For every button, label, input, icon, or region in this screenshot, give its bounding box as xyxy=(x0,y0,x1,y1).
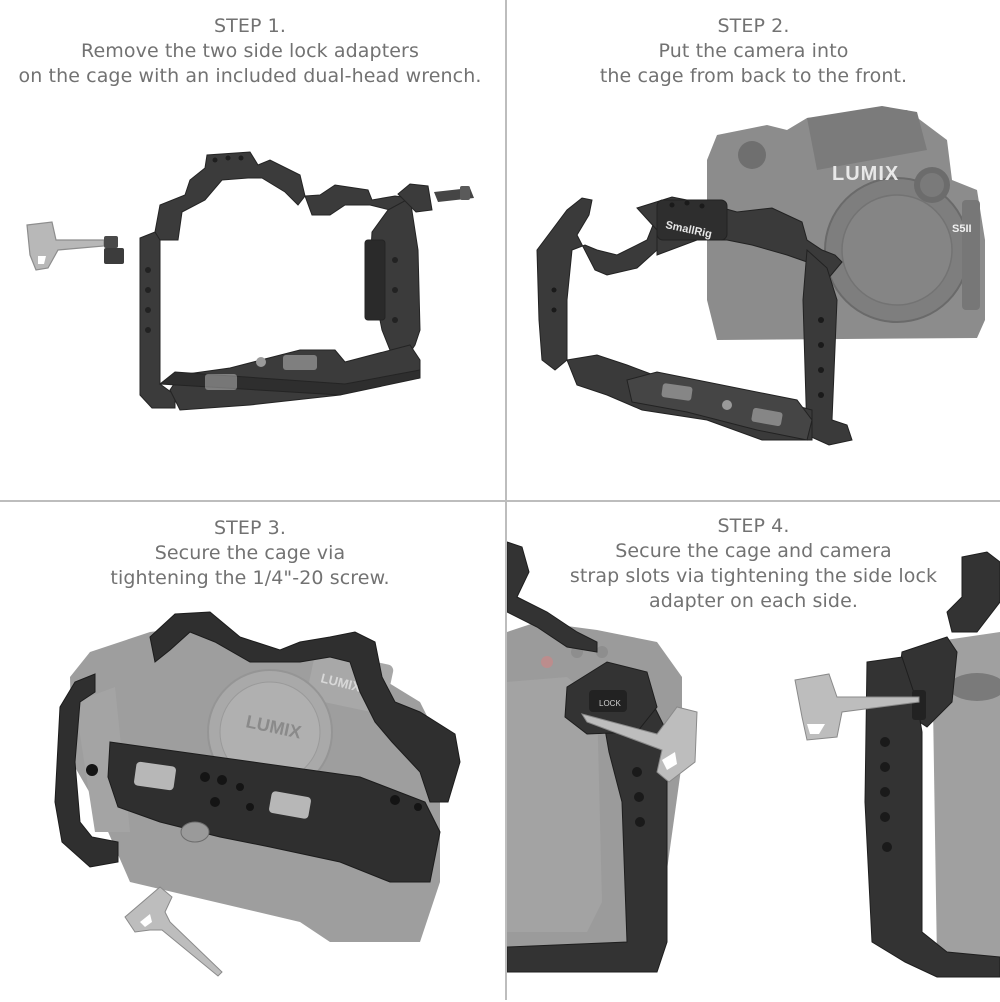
mounting-holes-icon xyxy=(632,767,645,827)
step-4-line-3: adapter on each side. xyxy=(648,590,859,612)
step-2-line-1: Put the camera into xyxy=(658,40,849,62)
cage-frame-icon xyxy=(139,151,433,411)
side-lock-adapter-left-icon xyxy=(104,236,124,264)
mounting-holes-icon xyxy=(880,737,892,852)
step-3-line-1: Secure the cage via xyxy=(154,542,346,564)
wrench-icon xyxy=(26,221,105,271)
step-3-line-2: tightening the 1/4"-20 screw. xyxy=(110,567,390,589)
step-4-panel: LOCK STEP 4. Secure the cage and camer xyxy=(507,502,1000,1000)
step-1-caption: STEP 1. Remove the two side lock adapter… xyxy=(0,14,500,89)
step-2-title: STEP 2. xyxy=(717,15,790,37)
screw-icon xyxy=(256,357,266,367)
base-slot-icon xyxy=(751,407,783,427)
base-slot-icon xyxy=(134,761,311,819)
camera-brand-label: LUMIX xyxy=(832,163,899,185)
step-1-panel: STEP 1. Remove the two side lock adapter… xyxy=(0,0,500,500)
cage-frame-icon xyxy=(536,196,853,446)
base-slot-icon xyxy=(205,374,237,390)
mounting-holes-icon xyxy=(86,764,422,811)
side-lock-adapter-right-icon xyxy=(434,186,474,202)
screw-icon xyxy=(722,400,732,410)
step-4-line-2: strap slots via tightening the side lock xyxy=(569,565,938,587)
base-slot-icon xyxy=(283,355,317,370)
step-3-title: STEP 3. xyxy=(214,517,286,539)
step-3-caption: STEP 3. Secure the cage via tightening t… xyxy=(0,516,500,591)
step-4-line-1: Secure the cage and camera xyxy=(615,540,892,562)
wrench-icon xyxy=(580,706,698,783)
camera-model-label: S5II xyxy=(952,223,972,235)
thumbscrew-icon xyxy=(180,821,210,843)
step-3-panel: STEP 3. Secure the cage via tightening t… xyxy=(0,502,500,1002)
step-1-line-1: Remove the two side lock adapters xyxy=(81,40,419,62)
mounting-holes-icon xyxy=(551,200,824,398)
camera-body-right-icon xyxy=(932,632,1000,962)
wrench-icon xyxy=(124,886,223,977)
step-2-caption: STEP 2. Put the camera into the cage fro… xyxy=(507,14,1000,89)
base-slot-icon xyxy=(661,383,693,401)
camera-body-icon xyxy=(707,106,985,340)
step-2-panel: STEP 2. Put the camera into the cage fro… xyxy=(507,0,1000,500)
cage-onto-camera-illustration: LUMIX S5II SmallRig xyxy=(536,106,985,446)
camera-in-cage-illustration: LUMIX LUMIX xyxy=(54,611,461,977)
wrench-icon xyxy=(794,673,920,741)
horizontal-divider xyxy=(0,500,1000,502)
step-1-line-2: on the cage with an included dual-head w… xyxy=(18,65,482,87)
step-1-title: STEP 1. xyxy=(214,15,286,37)
side-lock-adapter-left-icon xyxy=(589,690,627,712)
side-lock-closeup-illustration: LOCK xyxy=(507,541,1000,978)
step-2-line-2: the cage from back to the front. xyxy=(599,65,908,87)
exploded-cage-illustration xyxy=(26,151,474,411)
step-4-caption: STEP 4. Secure the cage and camera strap… xyxy=(507,514,1000,614)
step-4-title: STEP 4. xyxy=(717,515,790,537)
side-lock-adapter-right-icon xyxy=(912,690,926,720)
lock-label-left: LOCK xyxy=(599,699,621,708)
mounting-holes-icon xyxy=(145,257,398,333)
